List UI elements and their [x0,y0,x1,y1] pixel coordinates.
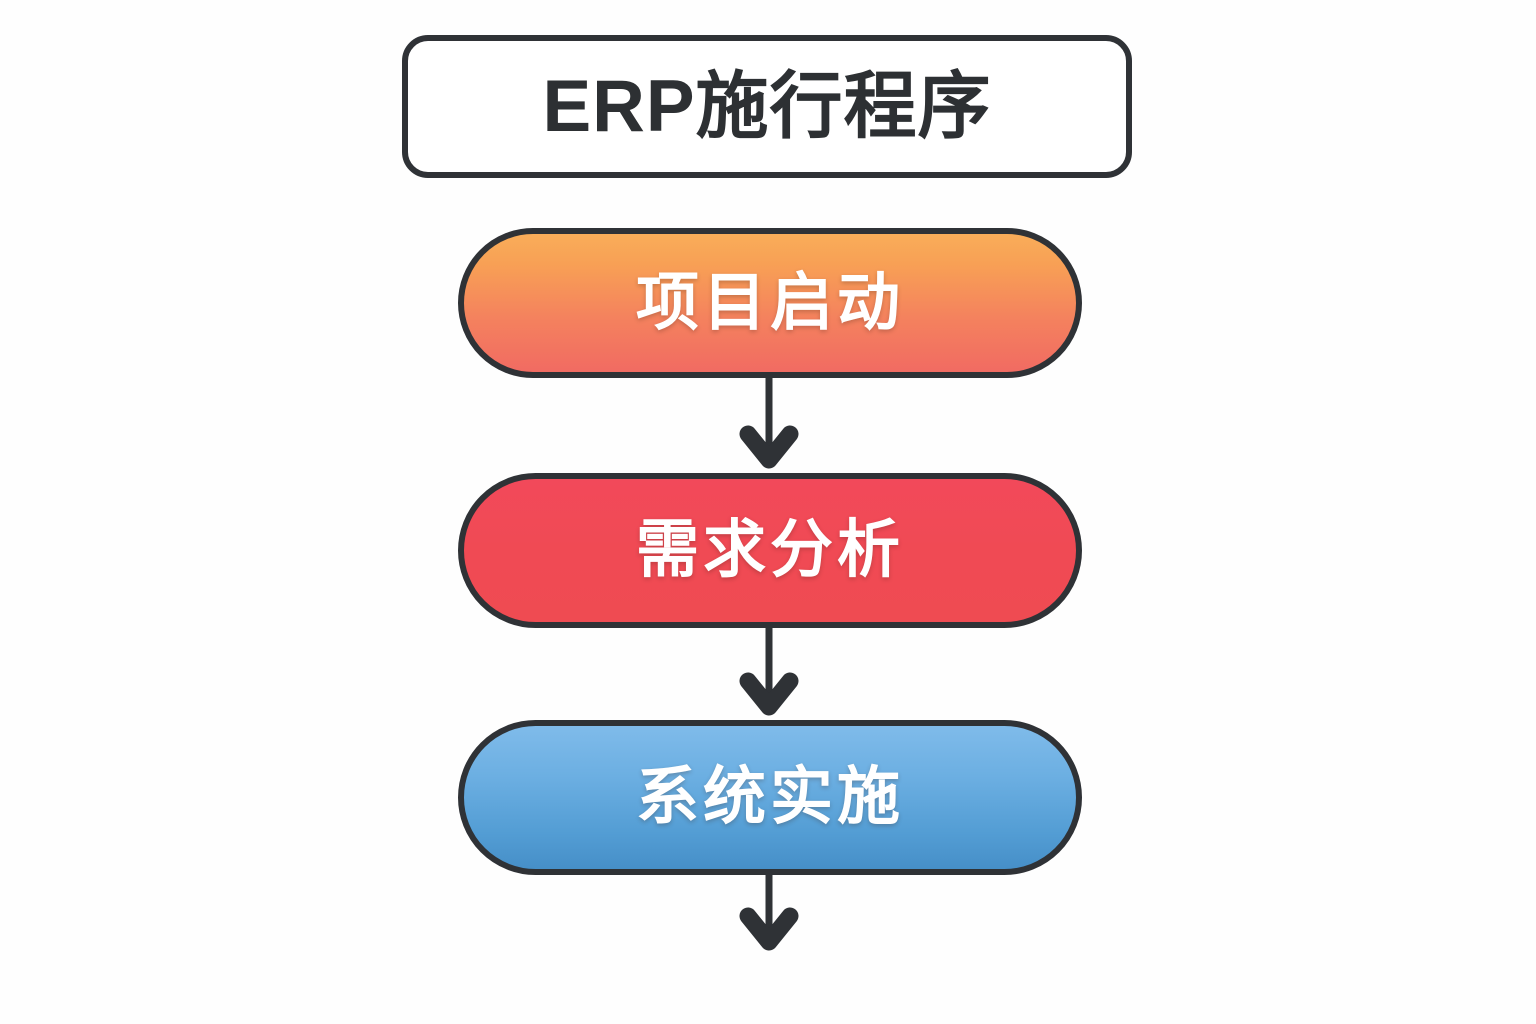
down-arrow-icon [739,376,799,469]
arrow-kickoff-to-requirements [738,376,800,476]
node-system-implementation[interactable]: 系统实施 [458,720,1082,875]
down-arrow-icon [739,872,799,951]
flowchart-title-text: ERP施行程序 [542,66,992,147]
node-system-implementation-label: 系统实施 [636,762,904,832]
node-requirements-analysis[interactable]: 需求分析 [458,473,1082,628]
node-project-kickoff[interactable]: 项目启动 [458,228,1082,378]
arrow-requirements-to-implementation [738,625,800,723]
down-arrow-icon [739,625,799,716]
flowchart-title-box: ERP施行程序 [402,35,1132,178]
node-requirements-analysis-label: 需求分析 [636,515,904,585]
node-project-kickoff-label: 项目启动 [636,267,904,338]
arrow-implementation-to-next [738,872,800,952]
